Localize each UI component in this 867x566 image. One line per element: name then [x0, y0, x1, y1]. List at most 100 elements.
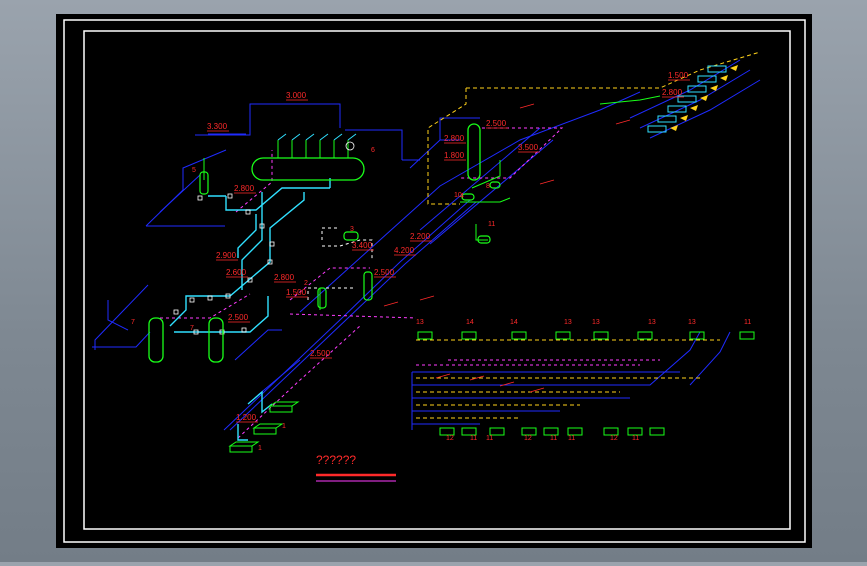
elevation-label: 2.800 [444, 134, 465, 143]
blue-pipe [689, 331, 731, 386]
component-number: 11 [488, 221, 495, 228]
cyan-pipe [169, 192, 305, 327]
blue-pipe [195, 103, 341, 136]
component-number: 6 [371, 147, 375, 154]
outlet-box [657, 115, 677, 123]
component-number: 14 [466, 319, 474, 326]
dimension-tick [419, 295, 435, 301]
component-number: 10 [454, 192, 462, 199]
fixture-unit [511, 331, 527, 340]
valve-symbol [197, 195, 203, 201]
flow-arrow [680, 115, 688, 121]
green-pipe [460, 197, 511, 203]
valve-symbol [245, 209, 251, 215]
valve-symbol [193, 329, 199, 335]
yellow-dashed-pipe [466, 51, 761, 89]
elevation-label: 1.500 [286, 288, 307, 297]
dimension-tick [519, 103, 535, 109]
inner-border [83, 30, 791, 530]
sump-box-face [229, 445, 253, 453]
flow-arrow [700, 95, 708, 101]
dimension-tick [529, 387, 545, 393]
fixture-unit [649, 427, 665, 436]
component-number: 1 [282, 423, 286, 430]
nozzle-pipe [319, 133, 329, 141]
fixture-unit [417, 331, 433, 340]
blue-pipe [419, 127, 541, 231]
sump-box-face [269, 405, 293, 413]
valve-symbol [173, 309, 179, 315]
blue-pipe [234, 329, 282, 361]
fixture-unit [739, 331, 755, 340]
heat-exchanger [343, 231, 359, 241]
outlet-box [677, 95, 697, 103]
nozzle-pipe [277, 133, 287, 141]
fixture-unit [461, 427, 477, 436]
yellow-dashed-pipe [427, 88, 467, 205]
component-number: 13 [688, 319, 696, 326]
blue-pipe [429, 139, 554, 245]
valve-symbol [269, 241, 275, 247]
pump-unit [477, 235, 491, 244]
blue-pipe [629, 59, 741, 119]
component-number: 1 [258, 445, 262, 452]
outlet-box [667, 105, 687, 113]
component-number: 12 [446, 435, 454, 442]
blue-pipe [439, 117, 480, 140]
blue-pipe [229, 201, 477, 431]
nozzle-pipe [333, 133, 343, 141]
valve-symbol [267, 259, 273, 265]
elevation-label: 3.500 [518, 143, 539, 152]
flow-arrow [710, 85, 718, 91]
flow-arrow [690, 105, 698, 111]
nozzle-pipe [347, 133, 357, 141]
elevation-label: 2.500 [310, 349, 331, 358]
pump-unit [461, 193, 475, 201]
pump-vessel [363, 271, 373, 301]
green-pipe [471, 160, 501, 189]
valve-symbol [189, 297, 195, 303]
blue-pipe [649, 79, 761, 139]
blue-pipe [345, 129, 403, 160]
component-number: 2 [304, 280, 308, 287]
blue-pipe [412, 331, 701, 386]
pipe-network [92, 51, 761, 441]
blue-pipe [107, 300, 129, 331]
outlet-box [687, 85, 707, 93]
component-number: 11 [744, 319, 751, 326]
fixture-unit [627, 427, 643, 436]
outer-border [63, 19, 806, 543]
dimension-tick [539, 179, 555, 185]
valve-symbol [241, 327, 247, 333]
drawing-title: ?????? [316, 453, 356, 467]
nozzle-pipe [305, 133, 315, 141]
valve-symbol [259, 223, 265, 229]
outlet-box [647, 125, 667, 133]
elevation-label: 2.600 [226, 268, 247, 277]
component-number: 14 [510, 319, 518, 326]
blue-pipe [299, 91, 641, 313]
fixture-unit [689, 331, 705, 340]
dimension-tick [383, 301, 399, 307]
elevation-label: 1.500 [668, 71, 689, 80]
dimension-tick [499, 381, 515, 387]
drawing-background [56, 14, 812, 548]
filter-vessel [199, 171, 209, 195]
component-number: 13 [648, 319, 656, 326]
flow-arrow [670, 125, 678, 131]
fixture-unit [461, 331, 477, 340]
green-pipe [475, 224, 488, 241]
component-number: 12 [524, 435, 532, 442]
horizontal-tank [251, 157, 365, 181]
nozzle-pipe [291, 133, 301, 141]
cyan-pipe [237, 214, 257, 258]
elevation-label: 2.800 [234, 184, 255, 193]
blue-pipe [159, 174, 201, 213]
cyan-pipe [225, 187, 330, 211]
component-number: 12 [610, 435, 618, 442]
valve-symbol [225, 293, 231, 299]
elevation-label: 3.300 [207, 122, 228, 131]
magenta-dashed-pipe [460, 127, 564, 179]
